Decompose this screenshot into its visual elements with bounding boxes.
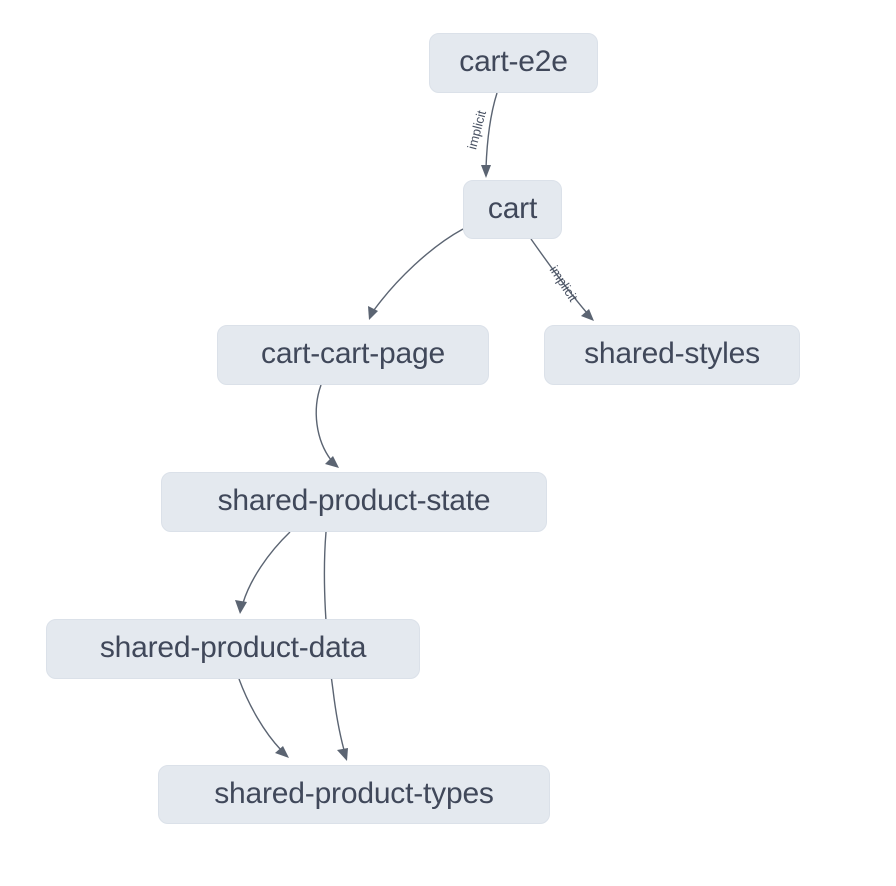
edge-cart-cart-page-to-shared-product-state <box>315 384 339 468</box>
node-label: shared-product-data <box>99 631 367 664</box>
edge-path <box>485 92 498 169</box>
graph-node-cart-cart-page[interactable]: cart-cart-page <box>217 325 489 385</box>
graph-node-shared-product-data[interactable]: shared-product-data <box>46 619 420 679</box>
edge-path <box>530 238 588 314</box>
edge-cart-to-cart-cart-page <box>368 228 464 320</box>
graph-node-cart[interactable]: cart <box>463 180 562 239</box>
edge-cart-to-shared-styles: implicit <box>530 238 594 321</box>
edge-arrowhead <box>235 600 247 614</box>
edge-path <box>238 678 282 751</box>
edge-arrowhead <box>581 309 594 321</box>
node-label: cart-cart-page <box>261 337 445 370</box>
edge-arrowhead <box>337 748 348 761</box>
edge-label-implicit-2: implicit <box>547 263 581 305</box>
edge-arrowhead <box>481 165 491 178</box>
edge-path <box>242 531 291 604</box>
graph-node-shared-styles[interactable]: shared-styles <box>544 325 800 385</box>
node-label: shared-product-state <box>217 484 491 517</box>
graph-node-shared-product-state[interactable]: shared-product-state <box>161 472 547 532</box>
graph-node-shared-product-types[interactable]: shared-product-types <box>158 765 550 824</box>
edge-path <box>315 384 332 461</box>
edge-arrowhead <box>325 456 339 468</box>
node-label: cart-e2e <box>459 45 568 78</box>
edge-shared-product-data-to-shared-product-types <box>238 678 289 758</box>
node-label: cart <box>487 191 538 225</box>
graph-node-cart-e2e[interactable]: cart-e2e <box>429 33 598 93</box>
node-label: shared-product-types <box>214 776 494 810</box>
edge-cart-e2e-to-cart: implicit <box>464 92 498 178</box>
edge-arrowhead <box>368 306 378 320</box>
edge-label-implicit-1: implicit <box>464 108 489 151</box>
node-label: shared-styles <box>584 337 760 370</box>
edge-shared-product-state-to-shared-product-data <box>235 531 291 614</box>
edge-arrowhead <box>275 746 289 758</box>
edge-path <box>373 228 464 311</box>
